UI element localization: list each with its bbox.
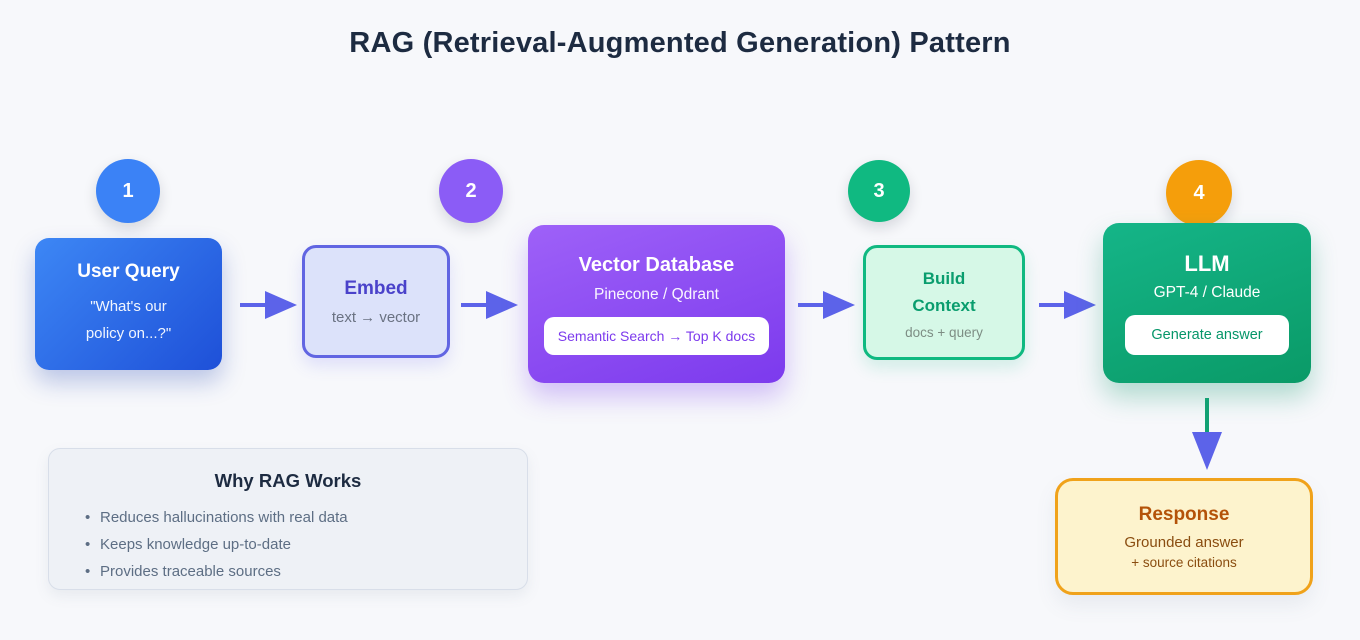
arrow-head [486, 291, 518, 319]
vector-db-subtitle: Pinecone / Qdrant [594, 285, 719, 303]
step-badge-2-label: 2 [465, 179, 477, 202]
node-build-context: Build Context docs + query [863, 245, 1025, 360]
step-badge-4: 4 [1166, 160, 1232, 226]
arrow-head [1192, 432, 1222, 470]
user-query-title: User Query [77, 261, 180, 282]
arrow-down-icon [1192, 398, 1222, 472]
node-user-query: User Query "What's our policy on...?" [35, 238, 222, 370]
generate-answer-chip: Generate answer [1125, 315, 1289, 355]
build-context-subtitle: docs + query [905, 325, 983, 341]
arrow-stem [1039, 303, 1065, 307]
arrow-head [1064, 291, 1096, 319]
arrow-head [823, 291, 855, 319]
node-embed: Embed text → vector [302, 245, 450, 358]
arrow-stem [1205, 398, 1209, 434]
why-rag-works-item: Keeps knowledge up-to-date [85, 536, 491, 553]
step-badge-1: 1 [96, 159, 160, 223]
response-title: Response [1138, 503, 1230, 525]
embed-title: Embed [344, 277, 408, 299]
response-line2: + source citations [1131, 554, 1237, 570]
llm-title: LLM [1184, 251, 1230, 276]
step-badge-3: 3 [848, 160, 910, 222]
step-badge-2: 2 [439, 159, 503, 223]
arrow-right-icon [461, 291, 518, 319]
node-response: Response Grounded answer + source citati… [1055, 478, 1313, 595]
why-rag-works-title: Why RAG Works [214, 470, 362, 491]
step-badge-3-label: 3 [873, 179, 885, 202]
node-llm: LLM GPT-4 / Claude Generate answer [1103, 223, 1311, 383]
node-vector-database: Vector Database Pinecone / Qdrant Semant… [528, 225, 785, 383]
semantic-search-chip: Semantic Search → Top K docs [543, 316, 770, 355]
page-title: RAG (Retrieval-Augmented Generation) Pat… [349, 27, 1011, 59]
llm-subtitle: GPT-4 / Claude [1153, 284, 1261, 301]
build-context-title: Build Context [912, 268, 976, 315]
arrow-right-icon [798, 291, 855, 319]
embed-subtitle: text → vector [331, 308, 421, 326]
why-rag-works-item: Reduces hallucinations with real data [85, 509, 491, 526]
step-badge-1-label: 1 [122, 179, 134, 202]
arrow-stem [798, 303, 824, 307]
arrow-right-icon [1039, 291, 1096, 319]
arrow-head [265, 291, 297, 319]
why-rag-works-card: Why RAG Works Reduces hallucinations wit… [48, 448, 528, 590]
arrow-right-icon [240, 291, 297, 319]
step-badge-4-label: 4 [1193, 181, 1205, 204]
arrow-stem [461, 303, 487, 307]
user-query-subtitle: "What's our policy on...?" [85, 298, 172, 342]
response-line1: Grounded answer [1124, 533, 1244, 551]
why-rag-works-item: Provides traceable sources [85, 563, 491, 580]
vector-db-title: Vector Database [578, 253, 735, 276]
arrow-stem [240, 303, 266, 307]
